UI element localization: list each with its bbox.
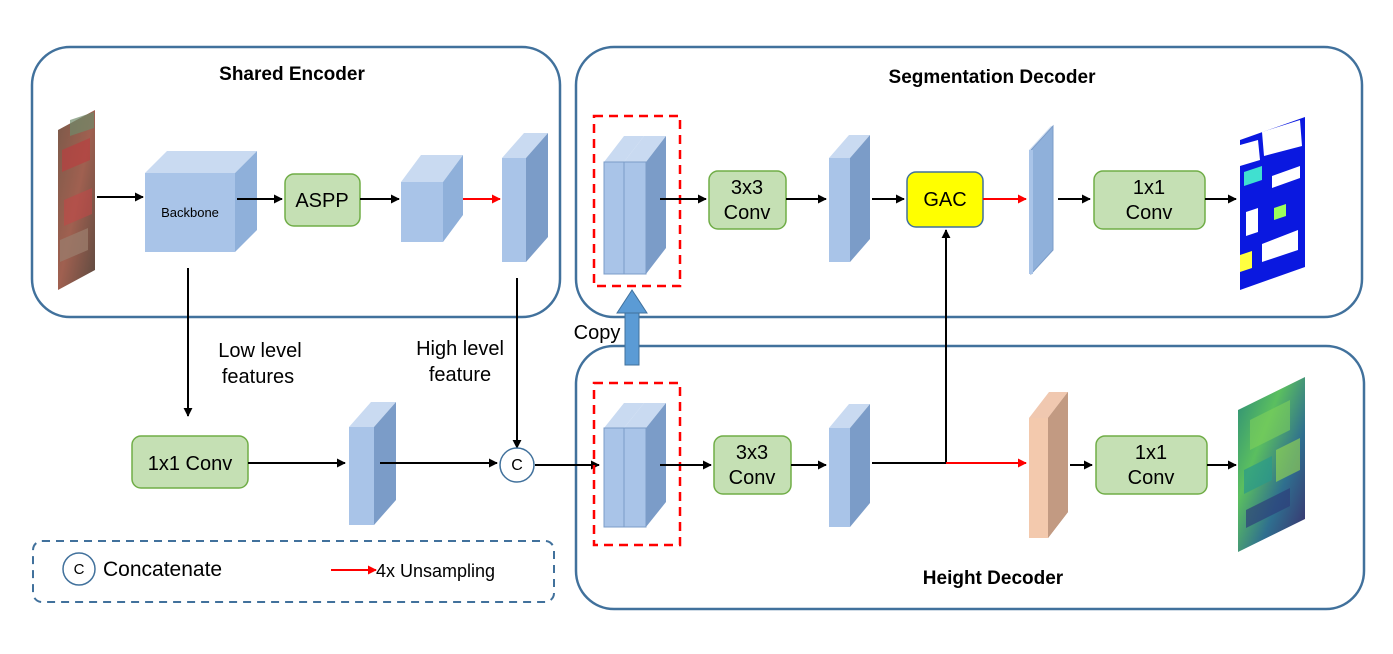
low-level-label-line1: Low level bbox=[218, 340, 301, 362]
height-output-map bbox=[1238, 377, 1305, 552]
high-level-feature-map bbox=[502, 133, 548, 262]
height-conv1x1-block: 1x1 Conv bbox=[1095, 435, 1208, 495]
svg-text:1x1: 1x1 bbox=[1135, 442, 1167, 464]
gac-block: GAC bbox=[906, 171, 984, 228]
high-level-label-line2: feature bbox=[429, 364, 491, 386]
aspp-block: ASPP bbox=[284, 173, 361, 227]
backbone-block: Backbone bbox=[145, 151, 257, 252]
conv1x1-low-block: 1x1 Conv bbox=[131, 435, 249, 489]
svg-text:Conv: Conv bbox=[1128, 467, 1175, 489]
shared-encoder-title: Shared Encoder bbox=[219, 64, 365, 85]
svg-text:3x3: 3x3 bbox=[731, 177, 763, 199]
svg-text:1x1: 1x1 bbox=[1133, 177, 1165, 199]
segmentation-output-map bbox=[1240, 117, 1305, 290]
legend-box bbox=[32, 540, 555, 603]
svg-text:Conv: Conv bbox=[1126, 202, 1173, 224]
copy-arrow bbox=[616, 289, 648, 366]
svg-text:3x3: 3x3 bbox=[736, 442, 768, 464]
svg-text:GAC: GAC bbox=[923, 189, 966, 211]
height-decoder-panel bbox=[574, 344, 1366, 611]
svg-text:1x1 Conv: 1x1 Conv bbox=[148, 453, 233, 475]
segmentation-decoder-title: Segmentation Decoder bbox=[889, 67, 1097, 88]
height-conv3x3-block: 3x3 Conv bbox=[713, 435, 792, 495]
low-level-label-line2: features bbox=[222, 366, 294, 388]
height-upsampled-feature-map bbox=[1029, 392, 1068, 538]
seg-upsampled-feature-map bbox=[1029, 124, 1054, 276]
high-level-label-line1: High level bbox=[416, 338, 504, 360]
input-aerial-image bbox=[58, 110, 95, 290]
legend-concatenate-symbol: C bbox=[62, 552, 96, 586]
concatenate-node: C bbox=[499, 447, 535, 483]
seg-conv-feature-map bbox=[829, 135, 870, 262]
height-concat-feature-map bbox=[603, 403, 666, 528]
legend-concatenate-label: Concatenate bbox=[103, 558, 222, 581]
height-decoder-title: Height Decoder bbox=[923, 568, 1064, 589]
svg-text:C: C bbox=[74, 561, 85, 578]
seg-concat-feature-map bbox=[603, 136, 666, 275]
svg-text:C: C bbox=[511, 457, 523, 474]
segmentation-decoder-panel bbox=[574, 45, 1364, 319]
aspp-feature-map bbox=[401, 155, 463, 242]
seg-conv3x3-block: 3x3 Conv bbox=[708, 170, 787, 230]
svg-text:ASPP: ASPP bbox=[295, 190, 348, 212]
seg-conv1x1-block: 1x1 Conv bbox=[1093, 170, 1206, 230]
height-conv-feature-map bbox=[829, 404, 870, 527]
svg-text:Conv: Conv bbox=[729, 467, 776, 489]
copy-label: Copy bbox=[574, 322, 621, 344]
svg-text:Backbone: Backbone bbox=[161, 205, 219, 220]
seg-copied-features-dashed-box bbox=[592, 114, 682, 288]
legend-upsampling-label: 4x Unsampling bbox=[376, 561, 495, 581]
svg-text:Conv: Conv bbox=[724, 202, 771, 224]
shared-encoder-panel bbox=[30, 45, 562, 319]
